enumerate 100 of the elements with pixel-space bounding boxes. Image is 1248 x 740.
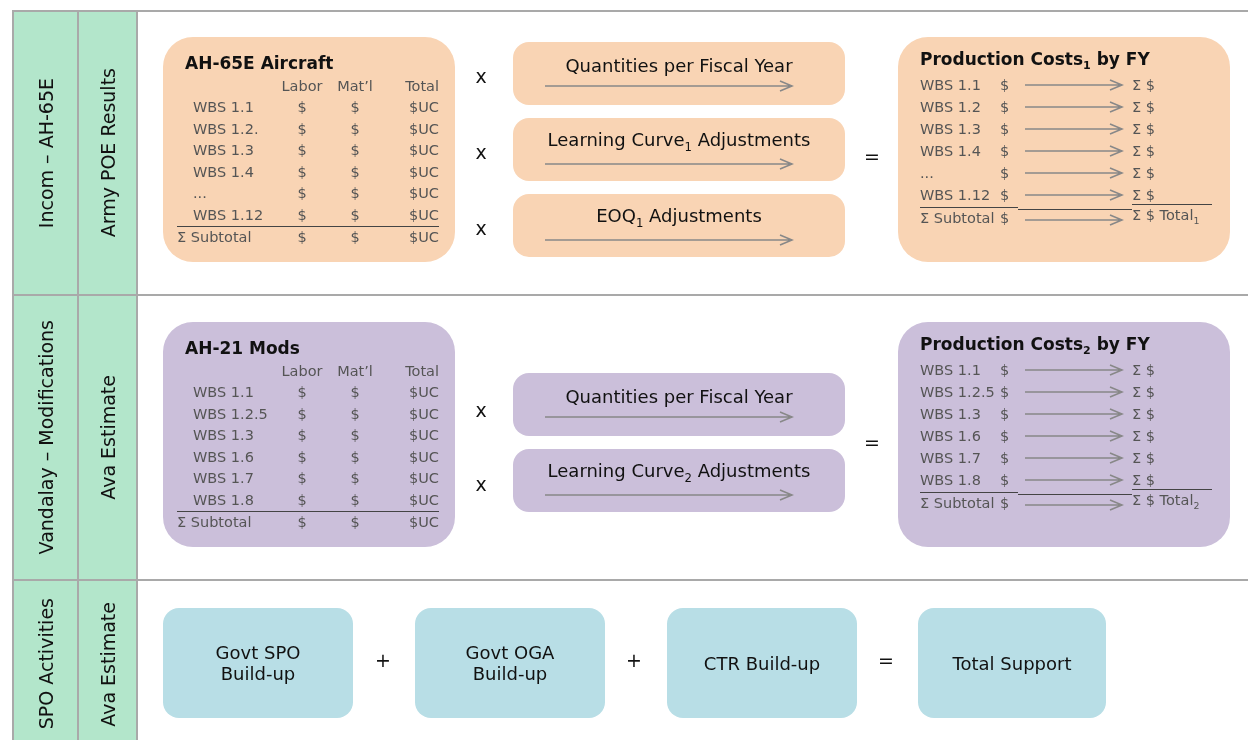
- cost-value: $: [1000, 472, 1011, 489]
- sum-value: Σ $: [1132, 143, 1156, 160]
- operator-sign: x: [475, 399, 487, 421]
- row-header-band: [12, 579, 79, 740]
- sum-value: Σ $ Total$_{1}$: [1132, 203, 1212, 231]
- row-label: WBS 1.2: [920, 99, 982, 116]
- row-heading: Ava Estimate: [96, 601, 119, 727]
- row-label: WBS 1.7: [193, 470, 255, 487]
- row-label: WBS 1.1: [193, 99, 255, 116]
- cost-value: $UC: [408, 405, 439, 422]
- sum-value: Σ $: [1132, 121, 1156, 138]
- row-header-band: [77, 294, 138, 581]
- factor-box: [513, 373, 845, 436]
- card-heading: AH-65E Aircraft: [185, 53, 335, 73]
- cost-value: $: [349, 384, 361, 401]
- cost-value: $UC: [383, 225, 439, 247]
- cost-value: $: [296, 163, 308, 180]
- card-heading: Production Costs$_{2}$ by FY: [920, 334, 1151, 358]
- sum-value: Σ $: [1132, 165, 1156, 182]
- row-label: WBS 1.3: [193, 142, 255, 159]
- sum-value: Σ $: [1132, 450, 1156, 467]
- column-heading: Mat’l: [336, 362, 374, 379]
- row-label: WBS 1.2.5: [920, 384, 996, 401]
- row-heading: Incom – AH-65E: [34, 77, 57, 229]
- row-heading: SPO Activities: [34, 598, 57, 730]
- sum-value: Σ $: [1132, 362, 1156, 379]
- cost-value: $UC: [408, 448, 439, 465]
- cost-value: $: [1000, 121, 1011, 138]
- row-label: WBS 1.3: [920, 406, 982, 423]
- row-label: WBS 1.1: [920, 362, 982, 379]
- box-text: Learning Curve$_{1}$ Adjustments: [547, 129, 811, 154]
- row-header-band: [12, 294, 79, 581]
- cost-value: $: [1000, 165, 1011, 182]
- cost-value: $UC: [408, 142, 439, 159]
- column-heading: Total: [404, 362, 439, 379]
- factor-box: [513, 449, 845, 512]
- row-label: WBS 1.3: [193, 427, 255, 444]
- cost-value: $: [1000, 206, 1018, 228]
- cost-value: $UC: [408, 491, 439, 508]
- operator-sign: +: [375, 649, 391, 671]
- build-up-box: [918, 608, 1106, 718]
- row-label: WBS 1.1: [193, 384, 255, 401]
- row-label: WBS 1.8: [920, 472, 982, 489]
- row-label: WBS 1.12: [193, 206, 265, 223]
- row-label: Σ Subtotal: [920, 206, 1000, 228]
- column-heading: Mat’l: [336, 77, 374, 94]
- cost-value: $: [349, 206, 361, 223]
- cost-value: $: [349, 163, 361, 180]
- box-text: Learning Curve$_{2}$ Adjustments: [547, 460, 811, 485]
- cost-value: $: [296, 405, 308, 422]
- operator-sign: +: [626, 649, 642, 671]
- box-text: Quantities per Fiscal Year: [565, 55, 793, 76]
- row-label: WBS 1.1: [920, 77, 982, 94]
- cost-value: $: [277, 225, 327, 247]
- sum-value: Σ $: [1132, 428, 1156, 445]
- cost-value: $UC: [383, 510, 439, 532]
- cost-value: $: [296, 491, 308, 508]
- row-label: WBS 1.12: [920, 187, 992, 204]
- cost-value: $: [296, 185, 308, 202]
- row-label: WBS 1.6: [920, 428, 982, 445]
- row-heading: Army POE Results: [96, 68, 119, 238]
- factor-box: [513, 42, 845, 105]
- production-costs-card: [898, 322, 1230, 547]
- cost-value: $UC: [408, 384, 439, 401]
- box-text: EOQ$_{1}$ Adjustments: [596, 205, 762, 230]
- cost-value: $UC: [408, 427, 439, 444]
- factor-box: [513, 118, 845, 181]
- cost-value: $: [349, 99, 361, 116]
- cost-value: $: [296, 142, 308, 159]
- sum-value: Σ $ Total$_{2}$: [1132, 488, 1212, 516]
- build-up-box: [163, 608, 353, 718]
- cost-value: $: [296, 448, 308, 465]
- cost-value: $: [1000, 187, 1011, 204]
- cost-value: $: [296, 206, 308, 223]
- sum-value: Σ $: [1132, 77, 1156, 94]
- sum-value: Σ $: [1132, 406, 1156, 423]
- box-text: CTR Build-up: [703, 652, 821, 674]
- row-label: WBS 1.6: [193, 448, 255, 465]
- column-heading: Labor: [280, 362, 324, 379]
- cost-value: $: [296, 427, 308, 444]
- sum-value: Σ $: [1132, 99, 1156, 116]
- operator-sign: =: [878, 649, 894, 671]
- card-heading: Production Costs$_{1}$ by FY: [920, 49, 1151, 73]
- cost-value: $UC: [408, 185, 439, 202]
- cost-value: $UC: [408, 120, 439, 137]
- cost-value: $: [296, 120, 308, 137]
- build-up-box: [667, 608, 857, 718]
- column-heading: Labor: [280, 77, 324, 94]
- operator-sign: =: [864, 145, 880, 167]
- card-heading: AH-21 Mods: [185, 338, 301, 358]
- sum-value: Σ $: [1132, 187, 1156, 204]
- column-heading: Total: [404, 77, 439, 94]
- cost-value: $: [1000, 428, 1011, 445]
- box-text: Total Support: [952, 652, 1072, 674]
- cost-table-card: [163, 322, 455, 547]
- cost-value: $: [1000, 143, 1011, 160]
- row-label: ...: [920, 165, 935, 182]
- row-label: WBS 1.2.5: [193, 405, 269, 422]
- cost-value: $: [1000, 99, 1011, 116]
- cost-value: $: [1000, 491, 1018, 513]
